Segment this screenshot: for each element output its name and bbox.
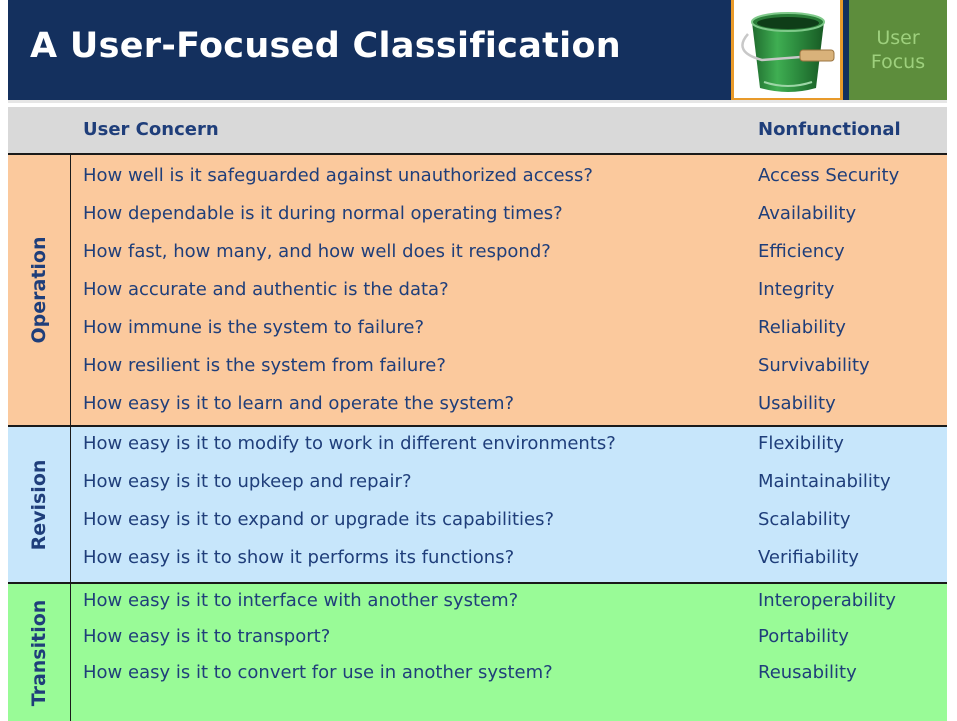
table-row: How easy is it to expand or upgrade its …	[8, 503, 947, 537]
user-focus-label: User Focus	[849, 0, 947, 100]
header-divider	[8, 100, 947, 103]
user-concern-text: How easy is it to upkeep and repair?	[83, 471, 412, 492]
table-row: How accurate and authentic is the data? …	[8, 273, 947, 307]
user-concern-text: How well is it safeguarded against unaut…	[83, 165, 593, 186]
user-focus-line1: User	[876, 27, 920, 49]
category-cell-operation: Operation	[8, 155, 71, 425]
user-concern-text: How easy is it to expand or upgrade its …	[83, 509, 555, 530]
table-row: How easy is it to show it performs its f…	[8, 541, 947, 575]
user-concern-text: How dependable is it during normal opera…	[83, 203, 563, 224]
table-row: How easy is it to interface with another…	[8, 584, 947, 618]
nonfunctional-text: Flexibility	[758, 433, 844, 454]
nonfunctional-text: Verifiability	[758, 547, 859, 568]
nonfunctional-text: Reusability	[758, 662, 857, 683]
table-row: How resilient is the system from failure…	[8, 349, 947, 383]
table-row: How easy is it to transport? Portability	[8, 620, 947, 654]
group-transition: Transition How easy is it to interface w…	[8, 582, 947, 721]
user-concern-text: How easy is it to convert for use in ano…	[83, 662, 553, 683]
user-concern-text: How easy is it to learn and operate the …	[83, 393, 515, 414]
nonfunctional-text: Access Security	[758, 165, 900, 186]
table-row: How easy is it to learn and operate the …	[8, 387, 947, 421]
nonfunctional-text: Interoperability	[758, 590, 896, 611]
user-concern-text: How easy is it to transport?	[83, 626, 331, 647]
table-row: How dependable is it during normal opera…	[8, 197, 947, 231]
nonfunctional-text: Maintainability	[758, 471, 891, 492]
nonfunctional-text: Integrity	[758, 279, 835, 300]
nonfunctional-text: Efficiency	[758, 241, 845, 262]
user-concern-text: How easy is it to show it performs its f…	[83, 547, 515, 568]
nonfunctional-text: Availability	[758, 203, 857, 224]
user-concern-text: How easy is it to interface with another…	[83, 590, 519, 611]
slide-title: A User-Focused Classification	[30, 26, 622, 66]
nonfunctional-text: Scalability	[758, 509, 851, 530]
table-row: How easy is it to convert for use in ano…	[8, 656, 947, 690]
bucket-illustration	[741, 12, 835, 92]
user-concern-text: How accurate and authentic is the data?	[83, 279, 449, 300]
user-concern-text: How easy is it to modify to work in diff…	[83, 433, 616, 454]
nonfunctional-text: Survivability	[758, 355, 870, 376]
table-row: How immune is the system to failure? Rel…	[8, 311, 947, 345]
category-cell-transition: Transition	[8, 584, 71, 721]
table-row: How easy is it to upkeep and repair? Mai…	[8, 465, 947, 499]
nonfunctional-text: Usability	[758, 393, 836, 414]
nonfunctional-text: Portability	[758, 626, 849, 647]
user-focus-line2: Focus	[870, 51, 926, 73]
group-operation: Operation How well is it safeguarded aga…	[8, 153, 947, 425]
green-bucket-icon	[731, 0, 843, 101]
user-concern-text: How fast, how many, and how well does it…	[83, 241, 551, 262]
table-row: How easy is it to modify to work in diff…	[8, 427, 947, 461]
table-row: How well is it safeguarded against unaut…	[8, 159, 947, 193]
table-header-row: User Concern Nonfunctional	[8, 107, 947, 153]
category-cell-revision: Revision	[8, 427, 71, 582]
table-row: How fast, how many, and how well does it…	[8, 235, 947, 269]
column-header-user-concern: User Concern	[83, 119, 219, 140]
user-concern-text: How resilient is the system from failure…	[83, 355, 446, 376]
group-revision: Revision How easy is it to modify to wor…	[8, 425, 947, 582]
column-header-nonfunctional: Nonfunctional	[758, 119, 901, 140]
user-concern-text: How immune is the system to failure?	[83, 317, 425, 338]
nonfunctional-text: Reliability	[758, 317, 846, 338]
